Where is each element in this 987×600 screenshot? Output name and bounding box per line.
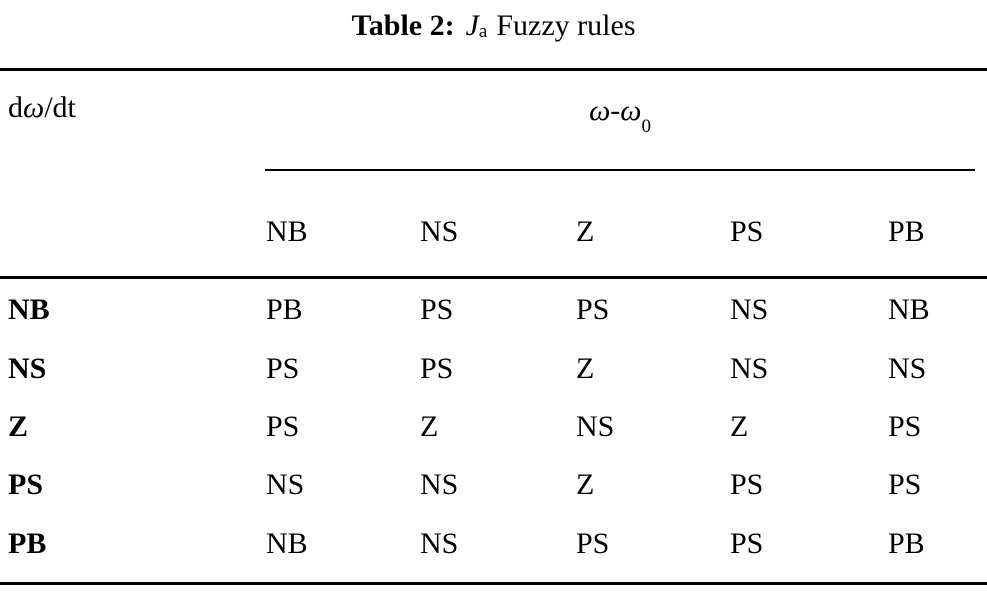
column-group-omega-2: ω [620,94,642,127]
row-header-z: Z [8,410,29,443]
column-header-pb: PB [888,215,925,248]
table-cell: NS [888,352,927,385]
table-cell: NS [420,527,459,560]
row-variable-d: d [8,91,23,124]
row-variable-dt: /dt [44,91,76,124]
row-header-pb: PB [8,527,47,560]
table-caption-symbol: J [465,9,479,42]
table-caption-text: Fuzzy rules [496,9,636,42]
row-variable-omega: ω [23,91,45,124]
table-cell: PS [730,527,764,560]
column-header-nb: NB [266,215,308,248]
column-header-ns: NS [420,215,459,248]
table-cell: NS [730,352,769,385]
table-cell: Z [730,410,749,443]
table-cell: NB [888,293,930,326]
column-header-ps: PS [730,215,764,248]
table-cell: PS [576,527,610,560]
column-group-omega-1: ω [589,94,611,127]
table-cell: PS [888,468,922,501]
table-cell: NS [266,468,305,501]
table-caption-label: Table 2: [351,9,455,42]
table-cell: NB [266,527,308,560]
table-cell: PS [266,410,300,443]
table-cell: Z [420,410,439,443]
row-header-nb: NB [8,293,50,326]
table-cell: PS [420,293,454,326]
table-cell: NS [576,410,615,443]
table-cell: NS [730,293,769,326]
row-variable-label: dω/dt [8,93,76,123]
column-group-subscript: 0 [641,116,651,137]
table-cell: PS [266,352,300,385]
table-group-rule [265,169,975,171]
table-cell: PB [888,527,925,560]
table-cell: PB [266,293,303,326]
table-cell: PS [730,468,764,501]
table-cell: PS [888,410,922,443]
table-cell: Z [576,468,595,501]
column-group-minus: - [610,94,621,127]
table-cell: NS [420,468,459,501]
column-group-label: ω-ω0 [265,94,975,137]
table-cell: PS [420,352,454,385]
table-cell: Z [576,352,595,385]
table-top-rule [0,68,987,71]
row-header-ns: NS [8,352,47,385]
table-cell: PS [576,293,610,326]
table-header-rule [0,276,987,279]
table-caption-symbol-subscript: a [478,20,488,42]
column-header-z: Z [576,215,595,248]
row-header-ps: PS [8,468,44,501]
table-bottom-rule [0,582,987,585]
